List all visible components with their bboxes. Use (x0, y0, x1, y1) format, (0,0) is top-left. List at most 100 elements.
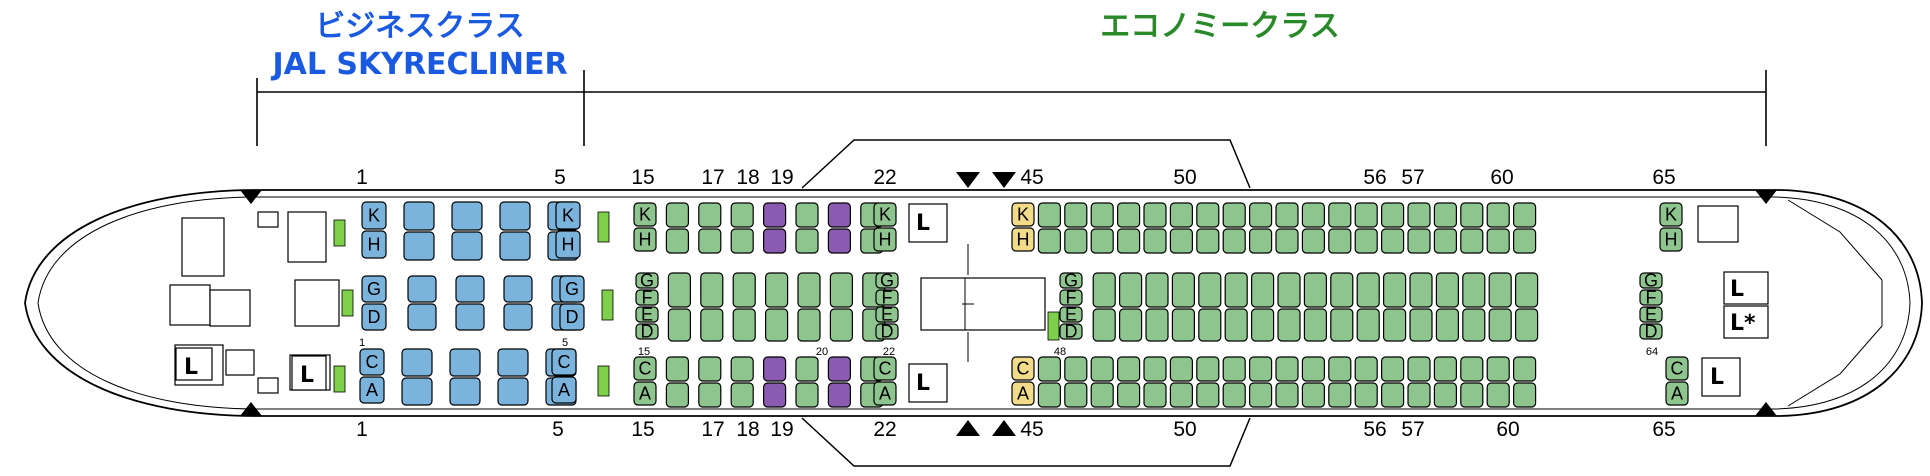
seat-rear-upper-k[interactable] (1196, 202, 1220, 228)
seat-64-center-g[interactable]: G (1639, 271, 1663, 291)
business-seat-upper[interactable] (499, 201, 531, 231)
seat-fwd-0-center-d[interactable]: D (635, 322, 659, 342)
seat-fwd-3-upper-h[interactable] (730, 228, 754, 254)
seat-fwd-0-lower-a[interactable]: A (633, 381, 657, 406)
seat-rear-upper-k[interactable] (1354, 202, 1378, 228)
seat-rear-center-d[interactable] (1303, 308, 1328, 342)
seat-65-lower-a[interactable]: A (1665, 381, 1689, 406)
seat-rear-upper-h[interactable] (1380, 228, 1405, 254)
seat-64-center-e[interactable]: E (1639, 305, 1663, 325)
seat-rear-upper-h[interactable] (1196, 228, 1220, 254)
business-seat-upper[interactable] (403, 201, 435, 231)
seat-rear-upper-h[interactable] (1328, 228, 1352, 254)
seat-rear-upper-h[interactable] (1143, 228, 1167, 254)
seat-rear-lower-c[interactable] (1037, 356, 1062, 382)
seat-rear-upper-h[interactable] (1248, 228, 1273, 254)
seat-65-lower-c[interactable]: C (1665, 356, 1689, 381)
seat-fwd-1-lower-a[interactable] (665, 382, 690, 408)
seat-1-c[interactable]: C (359, 348, 385, 376)
seat-rear-lower-c[interactable] (1064, 356, 1088, 382)
seat-rear-center-g[interactable] (1330, 272, 1354, 308)
seat-rear-center-g[interactable] (1356, 272, 1380, 308)
seat-rear-lower-c[interactable] (1143, 356, 1167, 382)
seat-fwd-1-upper-h[interactable] (665, 228, 690, 254)
seat-fwd-2-lower-a[interactable] (698, 382, 722, 408)
seat-rear-center-g[interactable] (1145, 272, 1169, 308)
seat-rear-upper-h[interactable] (1090, 228, 1114, 254)
seat-rear-lower-a[interactable] (1301, 382, 1326, 408)
seat-rear-lower-a[interactable] (1354, 382, 1378, 408)
seat-fwd-3-lower-c[interactable] (730, 356, 754, 382)
seat-rear-center-d[interactable] (1409, 308, 1433, 342)
seat-22-upper-h[interactable]: H (873, 227, 897, 252)
seat-rear-lower-c[interactable] (1196, 356, 1220, 382)
seat-rear-upper-k[interactable] (1301, 202, 1326, 228)
seat-fwd-1-upper-k[interactable] (665, 202, 690, 228)
seat-rear-upper-k[interactable] (1169, 202, 1194, 228)
seat-rear-center-d[interactable] (1145, 308, 1169, 342)
seat-rear-center-d[interactable] (1330, 308, 1354, 342)
seat-fwd-0-lower-c[interactable]: C (633, 356, 657, 381)
seat-rear-center-d[interactable] (1435, 308, 1460, 342)
seat-rear-upper-k[interactable] (1407, 202, 1431, 228)
seat-rear-lower-a[interactable] (1433, 382, 1458, 408)
seat-rear-lower-c[interactable] (1380, 356, 1405, 382)
seat-fwd-6-lower-a[interactable] (827, 382, 852, 408)
seat-fwd-2-center-d[interactable] (700, 308, 724, 342)
seat-fwd-1-lower-c[interactable] (665, 356, 690, 382)
business-seat-lower[interactable] (449, 348, 481, 377)
seat-65-upper-h[interactable]: H (1659, 227, 1683, 252)
seat-rear-upper-h[interactable] (1275, 228, 1299, 254)
seat-rear-lower-a[interactable] (1328, 382, 1352, 408)
seat-rear-lower-c[interactable] (1460, 356, 1484, 382)
seat-22-lower-a[interactable]: A (873, 381, 897, 406)
business-seat-center[interactable] (455, 303, 485, 331)
seat-65-upper-k[interactable]: K (1659, 202, 1683, 227)
seat-1-d[interactable]: D (361, 303, 387, 331)
seat-fwd-0-center-g[interactable]: G (635, 271, 659, 291)
seat-rear-center-g[interactable] (1198, 272, 1222, 308)
seat-fwd-4-lower-c[interactable] (762, 356, 787, 382)
business-seat-lower[interactable] (401, 377, 433, 406)
seat-rear-lower-a[interactable] (1407, 382, 1431, 408)
seat-rear-center-g[interactable] (1277, 272, 1301, 308)
seat-rear-center-g[interactable] (1224, 272, 1248, 308)
seat-rear-lower-a[interactable] (1248, 382, 1273, 408)
seat-48-center-g[interactable]: G (1059, 271, 1083, 291)
seat-rear-center-g[interactable] (1514, 272, 1539, 308)
seat-45-upper-h[interactable]: H (1011, 227, 1035, 252)
seat-rear-lower-c[interactable] (1407, 356, 1431, 382)
seat-rear-center-d[interactable] (1092, 308, 1116, 342)
seat-rear-upper-k[interactable] (1090, 202, 1114, 228)
seat-rear-center-d[interactable] (1488, 308, 1512, 342)
seat-fwd-3-lower-a[interactable] (730, 382, 754, 408)
seat-fwd-6-upper-h[interactable] (827, 228, 852, 254)
seat-rear-upper-h[interactable] (1407, 228, 1431, 254)
seat-rear-upper-k[interactable] (1328, 202, 1352, 228)
seat-45-upper-k[interactable]: K (1011, 202, 1035, 227)
seat-rear-lower-a[interactable] (1486, 382, 1510, 408)
seat-fwd-5-lower-c[interactable] (795, 356, 819, 382)
seat-rear-center-d[interactable] (1250, 308, 1275, 342)
seat-fwd-3-center-d[interactable] (732, 308, 756, 342)
seat-rear-upper-h[interactable] (1512, 228, 1537, 254)
seat-rear-lower-a[interactable] (1512, 382, 1537, 408)
seat-rear-upper-k[interactable] (1433, 202, 1458, 228)
seat-rear-center-g[interactable] (1462, 272, 1486, 308)
seat-rear-center-g[interactable] (1171, 272, 1196, 308)
seat-fwd-5-center-g[interactable] (797, 272, 821, 308)
seat-rear-lower-c[interactable] (1090, 356, 1114, 382)
seat-22-center-e[interactable]: E (875, 305, 899, 325)
seat-5-c[interactable]: C (551, 348, 577, 376)
seat-fwd-6-upper-k[interactable] (827, 202, 852, 228)
seat-1-h[interactable]: H (361, 230, 387, 259)
seat-rear-upper-k[interactable] (1275, 202, 1299, 228)
seat-rear-lower-a[interactable] (1196, 382, 1220, 408)
business-seat-center[interactable] (503, 275, 533, 303)
seat-rear-lower-a[interactable] (1380, 382, 1405, 408)
seat-22-center-d[interactable]: D (875, 322, 899, 342)
seat-rear-lower-c[interactable] (1486, 356, 1510, 382)
seat-fwd-0-upper-k[interactable]: K (633, 202, 657, 227)
seat-rear-center-g[interactable] (1382, 272, 1407, 308)
seat-22-center-g[interactable]: G (875, 271, 899, 291)
